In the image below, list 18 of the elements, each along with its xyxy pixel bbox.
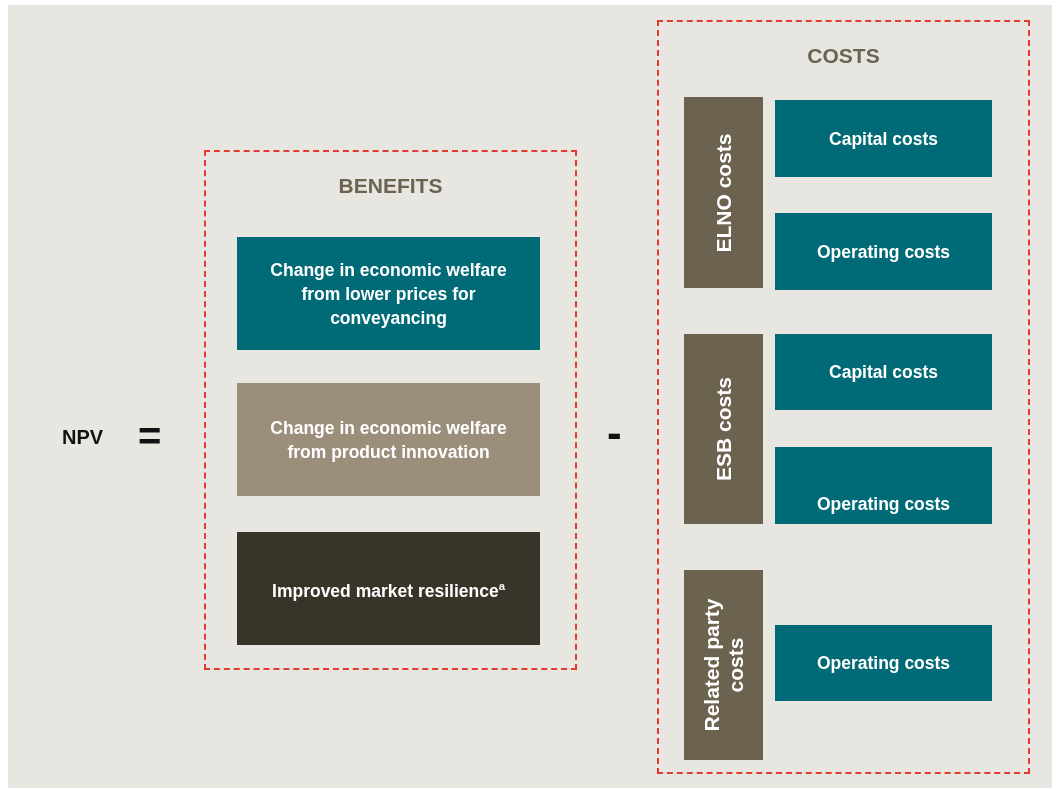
cost-box: Capital costs	[775, 334, 992, 410]
cost-category-bar: ELNO costs	[684, 97, 763, 288]
group-heading: COSTS	[806, 44, 881, 68]
costs-group	[657, 20, 1030, 774]
benefits-group	[204, 150, 577, 670]
cost-category-bar: ESB costs	[684, 334, 763, 524]
cost-box: Operating costs	[775, 625, 992, 701]
benefit-box: Change in economic welfare from lower prices for conveyancing	[237, 237, 540, 350]
cost-box: Operating costs	[775, 447, 992, 524]
cost-category-bar: Related party costs	[684, 570, 763, 760]
npv-label: NPV	[62, 426, 104, 449]
cost-box: Operating costs	[775, 213, 992, 290]
minus-sign: -	[607, 408, 622, 458]
cost-box: Capital costs	[775, 100, 992, 177]
equals-sign: =	[138, 414, 162, 459]
benefit-box: Improved market resilience$^{a}$	[237, 532, 540, 645]
benefit-box: Change in economic welfare from product innovation	[237, 383, 540, 496]
group-heading: BENEFITS	[337, 174, 444, 198]
